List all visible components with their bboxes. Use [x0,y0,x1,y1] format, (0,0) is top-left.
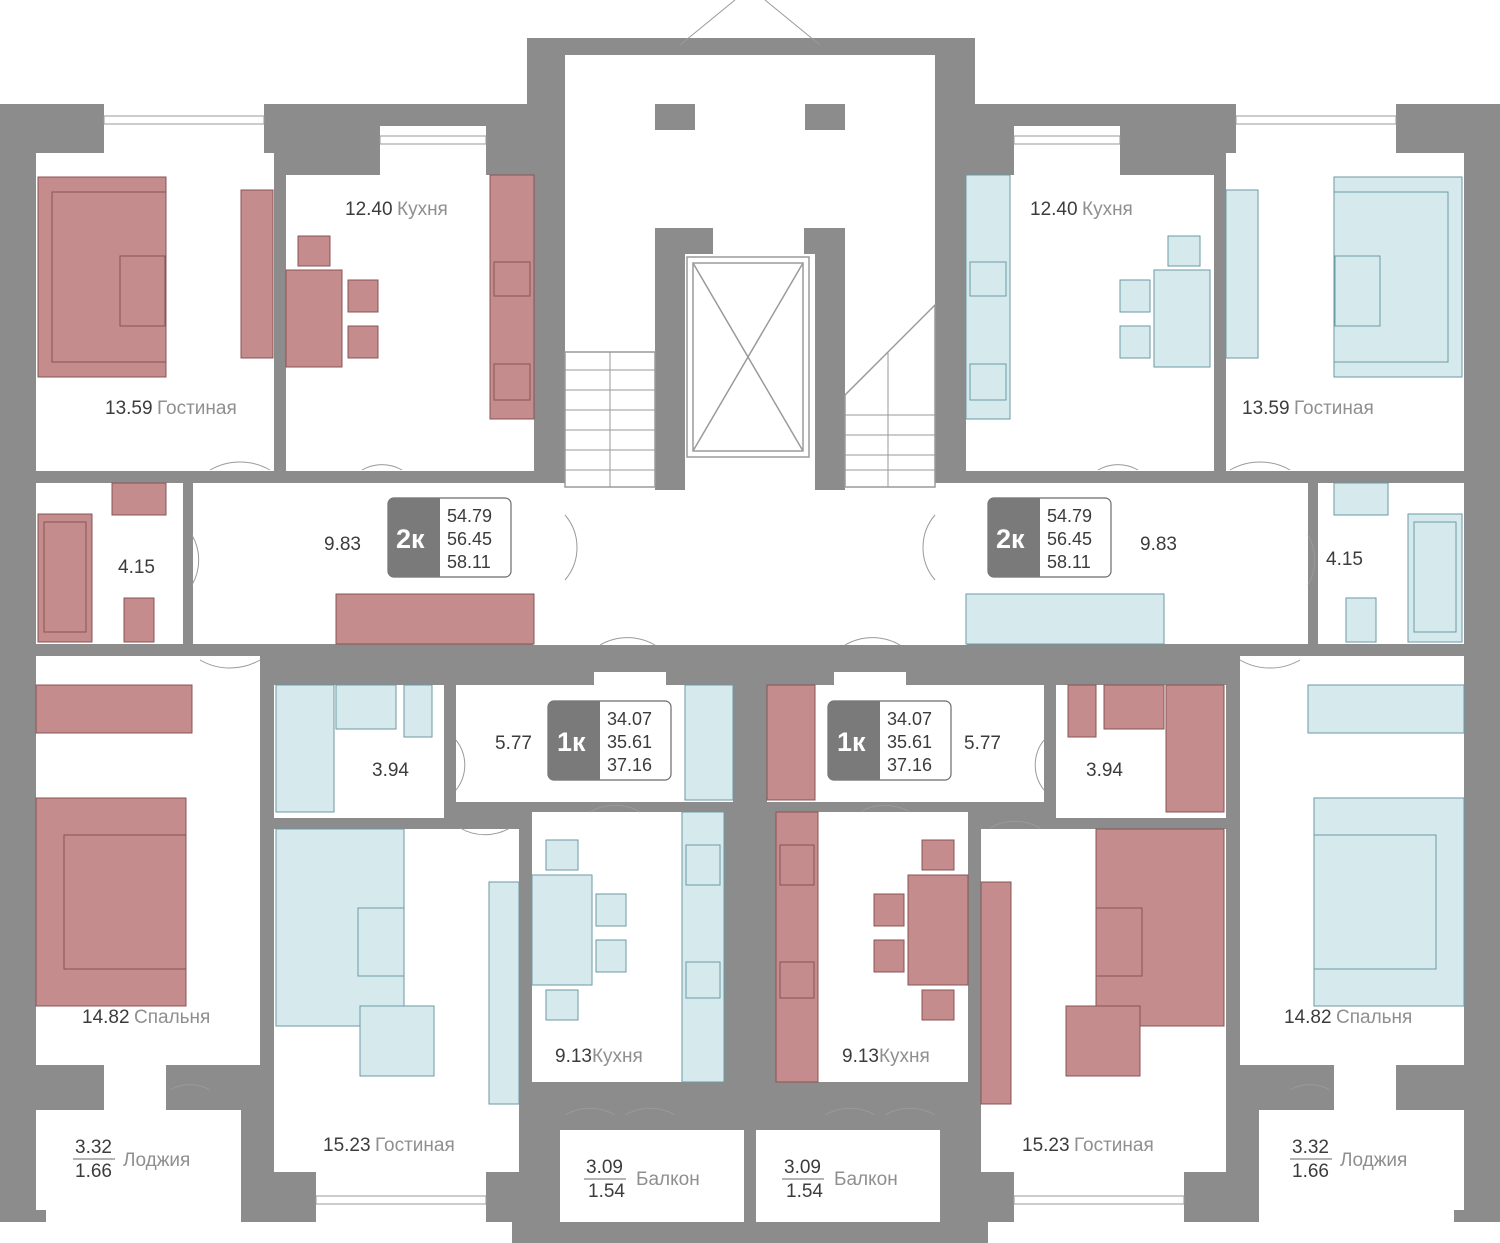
svg-text:13.59 Гостиная: 13.59 Гостиная [105,398,237,419]
badge-left-1k-v1: 34.07 [607,709,652,729]
badge-right-1k-v1: 34.07 [887,709,932,729]
badge-right-1k-v3: 37.16 [887,755,932,775]
tr-living-area: 13.59 [1242,398,1290,419]
tl-living-name: Гостиная [157,398,237,419]
br-bed-name: Спальня [1336,1007,1412,1028]
furniture-bottom-left [275,684,734,1105]
tl-bath-area: 4.15 [118,557,155,578]
badge-right-2k-v2: 56.45 [1047,529,1092,549]
badge-left-2k-v3: 58.11 [447,552,491,572]
svg-text:14.82 Спальня: 14.82 Спальня [82,1007,210,1028]
furniture-top-right [965,174,1465,1007]
br-bath-area: 3.94 [1086,760,1123,781]
badge-left-1k-v2: 35.61 [607,732,652,752]
tl-hall-area: 9.83 [324,534,361,555]
svg-text:15.23 Гостиная: 15.23 Гостиная [1022,1135,1154,1156]
badge-right-2k-v3: 58.11 [1047,552,1091,572]
badge-left-1k-v3: 37.16 [607,755,652,775]
tl-kitchen-area: 12.40 [345,199,393,220]
br-kitchen-name: Кухня [879,1046,930,1067]
badge-left-2k-v1: 54.79 [447,506,492,526]
badge-left-2k-v2: 56.45 [447,529,492,549]
badge-right-2k-v1: 54.79 [1047,506,1092,526]
br-living-name: Гостиная [1074,1135,1154,1156]
stair-right [844,303,936,488]
tr-kitchen-area: 12.40 [1030,199,1078,220]
tr-living-name: Гостиная [1294,398,1374,419]
tl-kitchen-name: Кухня [397,199,448,220]
stair-left [564,351,656,488]
br-balcony-name: Балкон [834,1169,898,1190]
br-bed-area: 14.82 [1284,1007,1332,1028]
room-labels: 12.40 Кухня 13.59 Гостиная 9.83 4.15 12.… [73,199,1412,1202]
svg-text:12.40 Кухня: 12.40 Кухня [1030,199,1133,220]
svg-text:9.13Кухня: 9.13Кухня [555,1046,643,1067]
bl-loggia-area-bottom: 1.66 [75,1161,112,1182]
bl-balcony-area-bottom: 1.54 [588,1181,625,1202]
bl-loggia-area-top: 3.32 [75,1137,112,1158]
badge-left-2k-type: 2к [396,524,425,554]
badge-left-1k: 1к 34.07 35.61 37.16 [547,700,672,781]
furniture-top-left [35,174,535,1007]
bl-kitchen-area: 9.13 [555,1046,592,1067]
badge-right-2k: 2к 54.79 56.45 58.11 [987,497,1112,578]
bl-living-area: 15.23 [323,1135,371,1156]
badge-right-1k: 1к 34.07 35.61 37.16 [827,700,952,781]
bl-hall-area: 5.77 [495,733,532,754]
bl-bath-area: 3.94 [372,760,409,781]
br-loggia-area-bottom: 1.66 [1292,1161,1329,1182]
bl-balcony-area-top: 3.09 [586,1157,623,1178]
br-balcony-area-bottom: 1.54 [786,1181,823,1202]
bl-bed-area: 14.82 [82,1007,130,1028]
tr-kitchen-name: Кухня [1082,199,1133,220]
svg-text:9.13Кухня: 9.13Кухня [842,1046,930,1067]
bl-bed-name: Спальня [134,1007,210,1028]
tr-hall-area: 9.83 [1140,534,1177,555]
br-loggia-name: Лоджия [1340,1150,1407,1171]
svg-text:13.59 Гостиная: 13.59 Гостиная [1242,398,1374,419]
badge-left-2k: 2к 54.79 56.45 58.11 [387,497,512,578]
br-kitchen-area: 9.13 [842,1046,879,1067]
badge-right-2k-type: 2к [996,524,1025,554]
br-hall-area: 5.77 [964,733,1001,754]
badge-right-1k-v2: 35.61 [887,732,932,752]
bl-living-name: Гостиная [375,1135,455,1156]
br-loggia-area-top: 3.32 [1292,1137,1329,1158]
tl-living-area: 13.59 [105,398,153,419]
br-balcony-area-top: 3.09 [784,1157,821,1178]
stair-core [260,104,1240,685]
svg-text:12.40 Кухня: 12.40 Кухня [345,199,448,220]
tr-bath-area: 4.15 [1326,549,1363,570]
bl-loggia-name: Лоджия [123,1150,190,1171]
doors [169,0,1331,1116]
br-living-area: 15.23 [1022,1135,1070,1156]
bl-kitchen-name: Кухня [592,1046,643,1067]
svg-text:15.23 Гостиная: 15.23 Гостиная [323,1135,455,1156]
badge-right-1k-type: 1к [837,727,866,757]
svg-text:14.82 Спальня: 14.82 Спальня [1284,1007,1412,1028]
windows [46,104,1454,1222]
furniture-bottom-right [766,684,1225,1105]
bl-balcony-name: Балкон [636,1169,700,1190]
badge-left-1k-type: 1к [557,727,586,757]
